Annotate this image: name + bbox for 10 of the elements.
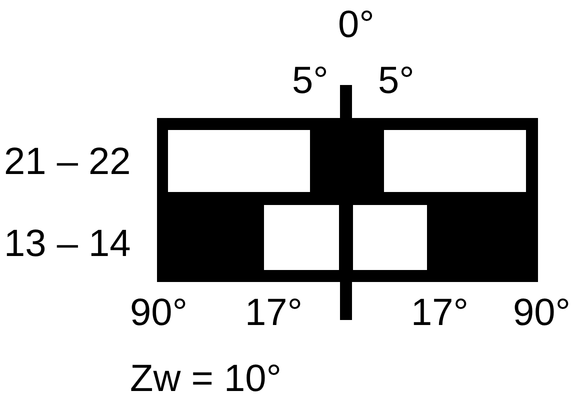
angle-label: 90°: [513, 292, 570, 334]
angle-label: 5°: [378, 60, 414, 102]
angle-label: 0°: [338, 4, 374, 46]
angle-label: 90°: [130, 292, 188, 334]
angle-label: 17°: [411, 292, 468, 334]
contact-label: 21 – 22: [4, 141, 131, 183]
angle-label: 5°: [292, 60, 328, 102]
angle-label: 17°: [245, 292, 302, 334]
note: Zw = 10°: [130, 358, 282, 400]
contact-label: 13 – 14: [4, 223, 131, 265]
